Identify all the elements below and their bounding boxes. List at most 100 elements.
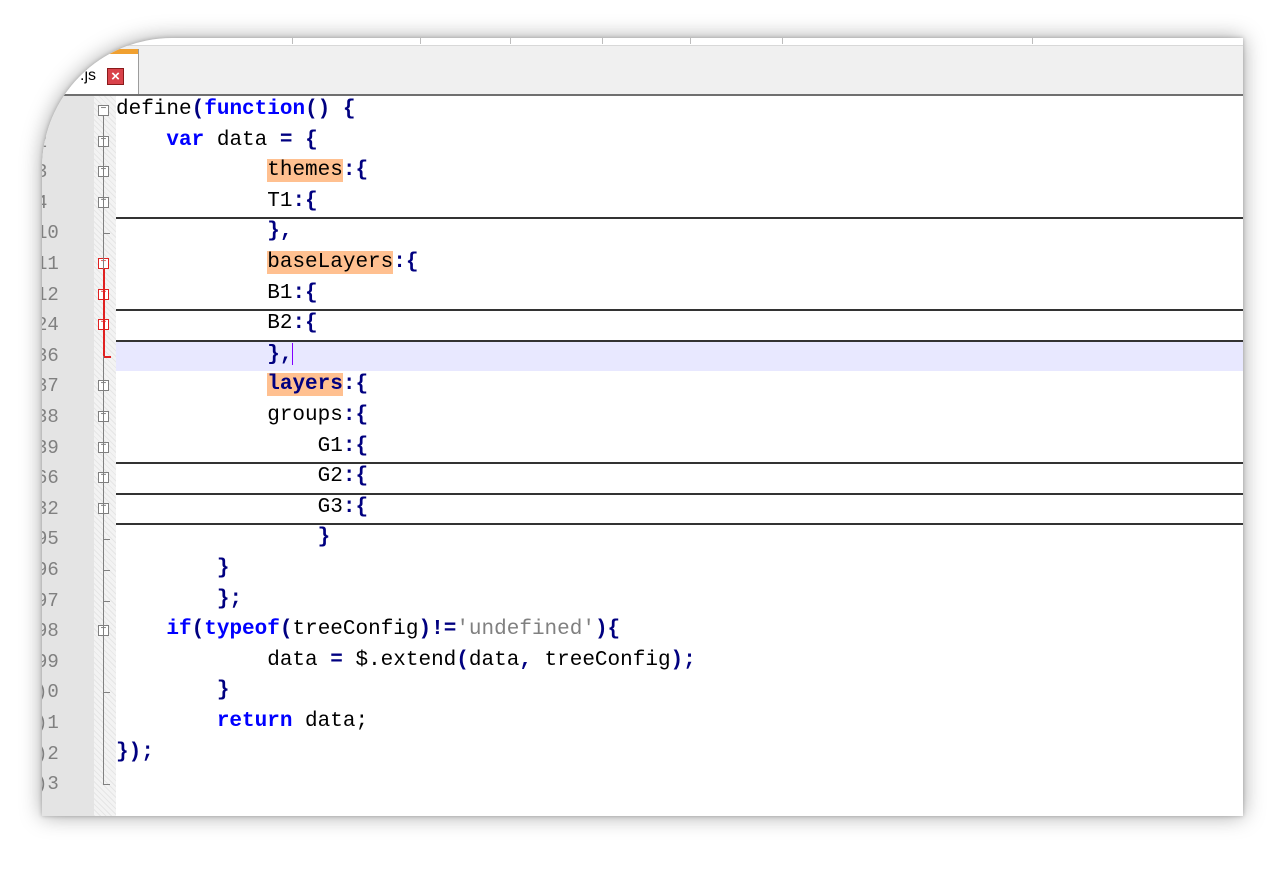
code-line[interactable]: )0 }	[42, 677, 1243, 707]
code-line[interactable]: 66+ G2:{	[42, 463, 1243, 493]
code-token: treeConfig	[292, 618, 419, 642]
code-token	[116, 557, 217, 580]
code-token: return	[216, 710, 293, 733]
code-line[interactable]: 2− var data = {	[42, 127, 1243, 157]
fold-collapse-icon[interactable]: −	[98, 105, 109, 116]
code-text: }	[116, 679, 230, 702]
code-token: 'undefined'	[456, 618, 595, 642]
line-number: )2	[42, 742, 59, 765]
code-text: layers:{	[116, 373, 369, 397]
code-token	[116, 343, 267, 366]
line-number: 11	[42, 253, 59, 275]
tab-label: .js	[80, 67, 96, 84]
code-token: data;	[292, 710, 369, 733]
code-line[interactable]: 38− groups:{	[42, 402, 1243, 432]
code-token: }	[317, 526, 331, 550]
menu-separator	[782, 38, 783, 44]
code-token: (	[279, 618, 293, 642]
code-editor[interactable]	[116, 96, 1243, 816]
line-number: 98	[42, 620, 59, 643]
line-number: 1	[42, 100, 66, 122]
code-token: :{	[342, 495, 369, 519]
code-token: ){	[594, 618, 621, 642]
collapsed-fold-rule	[116, 309, 1243, 312]
line-number: 95	[42, 528, 59, 551]
code-token: (	[456, 648, 469, 672]
code-line[interactable]: 12+ B1:{	[42, 280, 1243, 310]
code-line[interactable]: 24+ B2:{	[42, 310, 1243, 340]
code-token: treeConfig	[531, 648, 671, 672]
code-token	[116, 251, 267, 274]
code-line[interactable]: )2});	[42, 739, 1243, 769]
line-number: 36	[42, 344, 59, 367]
code-text: G3:{	[116, 496, 368, 519]
code-text: },	[116, 342, 294, 367]
code-line[interactable]: 11− baseLayers:{	[42, 249, 1243, 279]
fold-guide-line	[103, 116, 104, 785]
tab-bar: .js ×	[42, 46, 1243, 96]
code-token: baseLayers	[267, 251, 394, 274]
code-text: define(function() {	[116, 98, 355, 121]
code-line[interactable]: 36 },	[42, 340, 1243, 371]
code-token: :{	[292, 281, 318, 305]
code-token	[116, 588, 217, 611]
file-tab[interactable]: .js ×	[42, 49, 139, 94]
code-line[interactable]: 96 }	[42, 555, 1243, 585]
code-token: :{	[342, 404, 369, 427]
line-number: 97	[42, 589, 59, 612]
code-line[interactable]: 10 },	[42, 218, 1243, 248]
code-text: G2:{	[116, 465, 368, 488]
line-number: 66	[42, 467, 59, 490]
close-icon[interactable]: ×	[107, 68, 124, 85]
code-line[interactable]: 1 −define(function() {	[42, 96, 1243, 126]
code-token: define	[116, 98, 192, 121]
line-number: )0	[42, 681, 59, 704]
code-line[interactable]: 3− themes:{	[42, 157, 1243, 187]
code-token	[116, 373, 267, 396]
code-line[interactable]: )3	[42, 769, 1243, 799]
code-token: var	[166, 128, 205, 152]
code-token: }	[216, 557, 230, 580]
code-text: T1:{	[116, 189, 318, 213]
code-token	[116, 710, 217, 733]
code-token: )!=	[418, 618, 457, 642]
line-number: 37	[42, 375, 59, 398]
code-line[interactable]: 95 }	[42, 524, 1243, 554]
code-text: },	[116, 220, 292, 243]
code-line[interactable]: )1 return data;	[42, 708, 1243, 738]
code-token: });	[116, 740, 154, 764]
menu-strip	[42, 38, 1243, 46]
code-token: themes	[267, 159, 343, 183]
code-line[interactable]: 4+ T1:{	[42, 188, 1243, 218]
code-token	[116, 618, 166, 641]
code-token: = {	[279, 128, 318, 152]
collapsed-fold-rule	[116, 339, 1243, 342]
current-line-highlight	[116, 340, 1243, 371]
code-token: },	[267, 343, 293, 367]
code-token: :{	[342, 373, 369, 397]
code-token: $.extend	[342, 648, 457, 672]
code-token	[116, 679, 217, 702]
code-line[interactable]: 37− layers:{	[42, 371, 1243, 401]
fold-end-marker	[103, 555, 110, 571]
code-line[interactable]: 39+ G1:{	[42, 433, 1243, 463]
code-token: :{	[292, 189, 318, 213]
code-token: );	[670, 648, 696, 672]
code-line[interactable]: 99 data = $.extend(data, treeConfig);	[42, 647, 1243, 677]
line-number: 12	[42, 283, 59, 306]
line-number: 10	[42, 222, 59, 245]
code-text: data = $.extend(data, treeConfig);	[116, 649, 696, 672]
line-number: 24	[42, 314, 59, 337]
code-line[interactable]: 97 };	[42, 585, 1243, 616]
code-token: :{	[342, 434, 369, 458]
code-text: return data;	[116, 710, 368, 733]
code-text: themes:{	[116, 159, 368, 183]
code-line[interactable]: 98− if(typeof(treeConfig)!='undefined'){	[42, 616, 1243, 646]
line-number: 38	[42, 406, 59, 428]
code-token: =	[330, 648, 343, 672]
line-number: )1	[42, 712, 59, 734]
collapsed-fold-rule	[116, 217, 1243, 220]
code-line[interactable]: 32+ G3:{	[42, 494, 1243, 524]
code-text: G1:{	[116, 435, 368, 458]
menu-separator	[602, 38, 603, 44]
